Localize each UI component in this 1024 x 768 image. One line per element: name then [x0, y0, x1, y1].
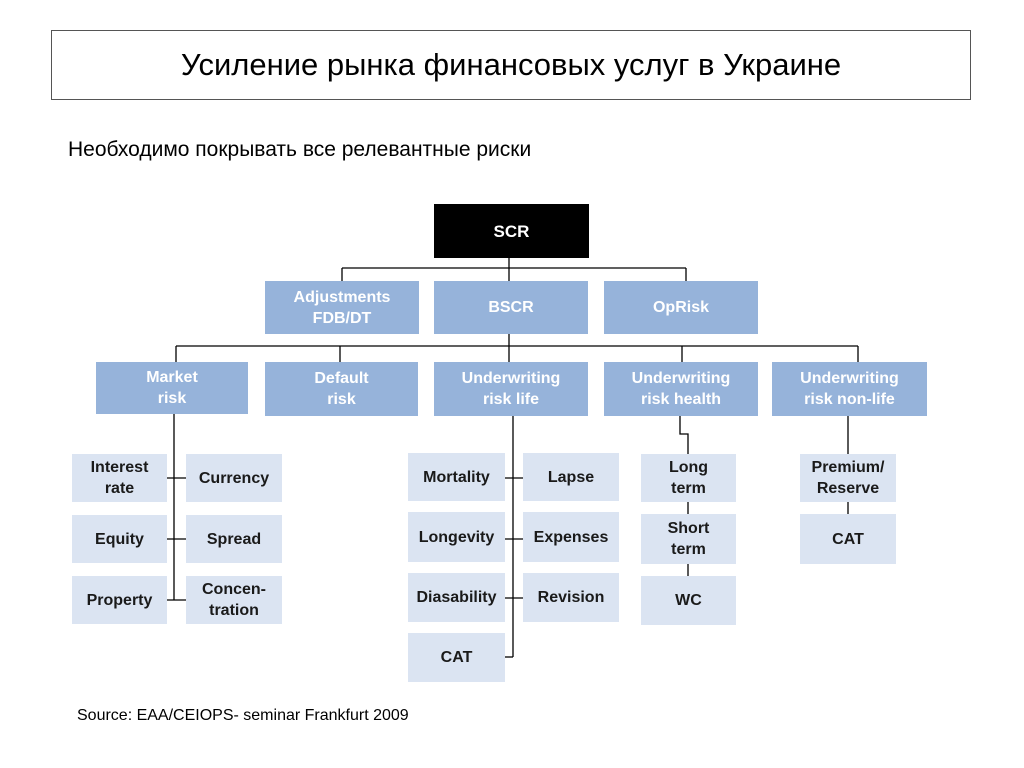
- leaf-spread: Spread: [186, 515, 282, 563]
- leaf-life-cat: CAT: [408, 633, 505, 682]
- node-underwriting-nonlife: Underwriting risk non-life: [772, 362, 927, 416]
- leaf-short-term: Short term: [641, 514, 736, 564]
- node-market-risk: Market risk: [96, 362, 248, 414]
- leaf-interest-rate: Interest rate: [72, 454, 167, 502]
- node-oprisk: OpRisk: [604, 281, 758, 334]
- source-note: Source: EAA/CEIOPS- seminar Frankfurt 20…: [77, 707, 409, 724]
- slide-subtitle: Необходимо покрывать все релевантные рис…: [68, 138, 532, 161]
- leaf-long-term: Long term: [641, 454, 736, 502]
- leaf-premium-reserve: Premium/ Reserve: [800, 454, 896, 502]
- node-underwriting-life: Underwriting risk life: [434, 362, 588, 416]
- node-default-risk: Default risk: [265, 362, 418, 416]
- leaf-currency: Currency: [186, 454, 282, 502]
- leaf-wc: WC: [641, 576, 736, 625]
- leaf-equity: Equity: [72, 515, 167, 563]
- connector: [679, 416, 689, 454]
- node-adjustments-fdb-dt: Adjustments FDB/DT: [265, 281, 419, 334]
- leaf-nonlife-cat: CAT: [800, 514, 896, 564]
- leaf-lapse: Lapse: [523, 453, 619, 501]
- leaf-mortality: Mortality: [408, 453, 505, 501]
- node-bscr: BSCR: [434, 281, 588, 334]
- node-scr: SCR: [434, 204, 589, 258]
- leaf-concentration: Concen- tration: [186, 576, 282, 624]
- node-underwriting-health: Underwriting risk health: [604, 362, 758, 416]
- slide-title: Усиление рынка финансовых услуг в Украин…: [51, 30, 971, 100]
- leaf-revision: Revision: [523, 573, 619, 622]
- leaf-longevity: Longevity: [408, 512, 505, 562]
- leaf-expenses: Expenses: [523, 512, 619, 562]
- leaf-property: Property: [72, 576, 167, 624]
- leaf-disability: Diasability: [408, 573, 505, 622]
